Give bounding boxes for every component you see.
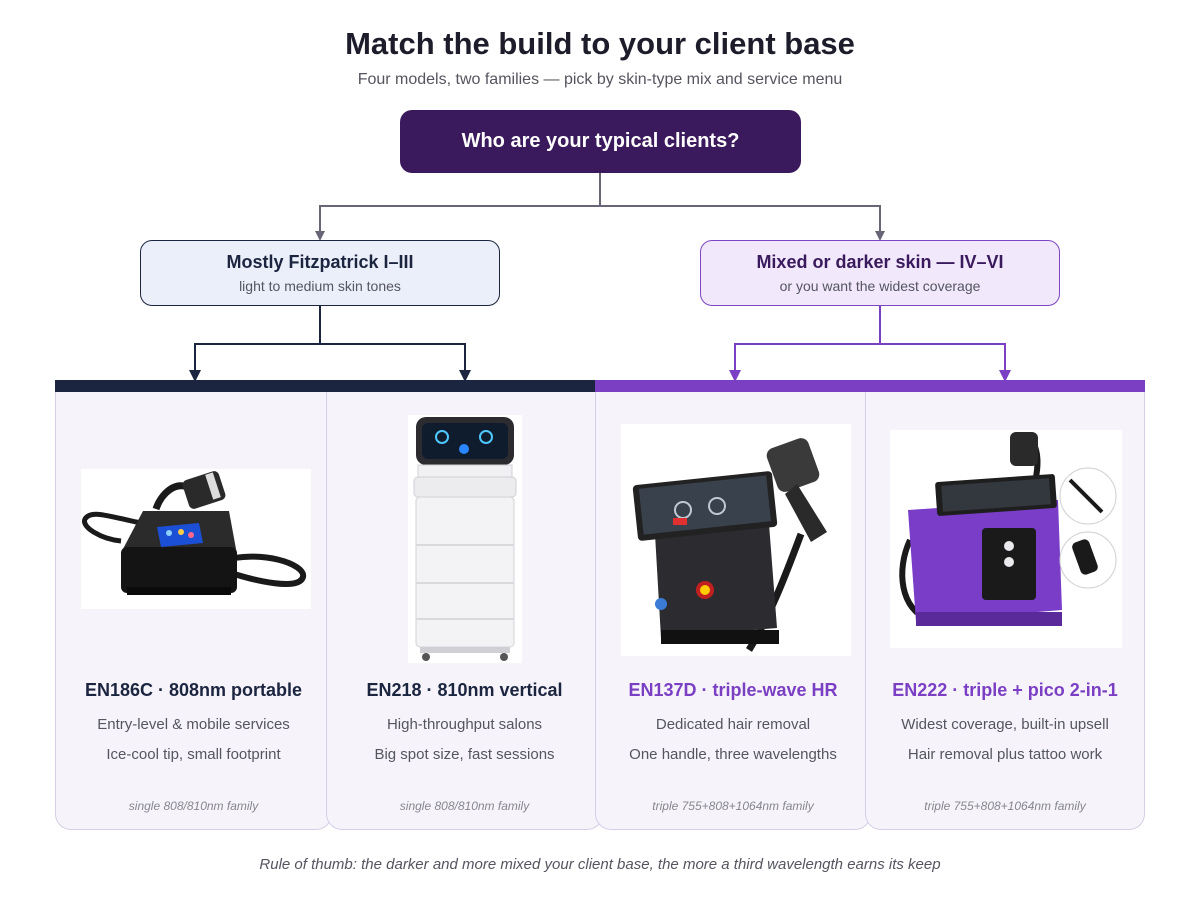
- product-family-tag: single 808/810nm family: [399, 799, 530, 813]
- product-feature: One handle, three wavelengths: [629, 746, 837, 763]
- branch-fitzpatrick-light: Mostly Fitzpatrick I–III light to medium…: [140, 240, 500, 306]
- product-card-en222[interactable]: EN222 · triple + pico 2-in-1 Widest cove…: [865, 392, 1145, 830]
- rule-of-thumb-note: Rule of thumb: the darker and more mixed…: [259, 856, 941, 873]
- triple-wave-laser-photo: [621, 424, 851, 656]
- product-card-en218[interactable]: EN218 · 810nm vertical High-throughput s…: [326, 392, 603, 830]
- product-use-case: High-throughput salons: [386, 716, 543, 733]
- branch-title: Mixed or darker skin — IV–VI: [756, 252, 1004, 272]
- product-family-tag: triple 755+808+1064nm family: [652, 799, 814, 813]
- right-branch-connector: [729, 306, 1011, 382]
- product-feature: Ice-cool tip, small footprint: [106, 746, 281, 763]
- product-name: EN218 · 810nm vertical: [366, 680, 563, 700]
- product-family-tag: single 808/810nm family: [128, 799, 259, 813]
- product-use-case: Entry-level & mobile services: [97, 716, 290, 733]
- left-branch-connector: [189, 306, 471, 382]
- branch-title: Mostly Fitzpatrick I–III: [226, 252, 414, 272]
- page-subtitle: Four models, two families — pick by skin…: [357, 71, 843, 88]
- question-connector: [315, 173, 885, 241]
- product-name: EN137D · triple-wave HR: [628, 680, 838, 700]
- product-name: EN186C · 808nm portable: [84, 680, 303, 700]
- product-family-tag: triple 755+808+1064nm family: [924, 799, 1086, 813]
- product-use-case: Widest coverage, built-in upsell: [901, 716, 1109, 733]
- branch-subtitle: light to medium skin tones: [239, 278, 401, 294]
- page-title: Match the build to your client base: [345, 26, 855, 61]
- product-feature: Hair removal plus tattoo work: [907, 746, 1103, 763]
- vertical-laser-cart-photo: [408, 415, 522, 663]
- product-card-en137d[interactable]: EN137D · triple-wave HR Dedicated hair r…: [595, 392, 871, 830]
- purple-laser-pico-photo: [890, 430, 1122, 648]
- triple-family-band: [595, 380, 1145, 392]
- portable-laser-device-photo: [81, 469, 311, 609]
- question-box: Who are your typical clients?: [400, 110, 801, 173]
- product-feature: Big spot size, fast sessions: [374, 746, 555, 763]
- branch-mixed-darker: Mixed or darker skin — IV–VI or you want…: [700, 240, 1060, 306]
- single-family-band: [55, 380, 595, 392]
- product-card-en186c[interactable]: EN186C · 808nm portable Entry-level & mo…: [55, 392, 332, 830]
- product-use-case: Dedicated hair removal: [655, 716, 811, 733]
- branch-subtitle: or you want the widest coverage: [779, 278, 981, 294]
- product-name: EN222 · triple + pico 2-in-1: [892, 680, 1118, 700]
